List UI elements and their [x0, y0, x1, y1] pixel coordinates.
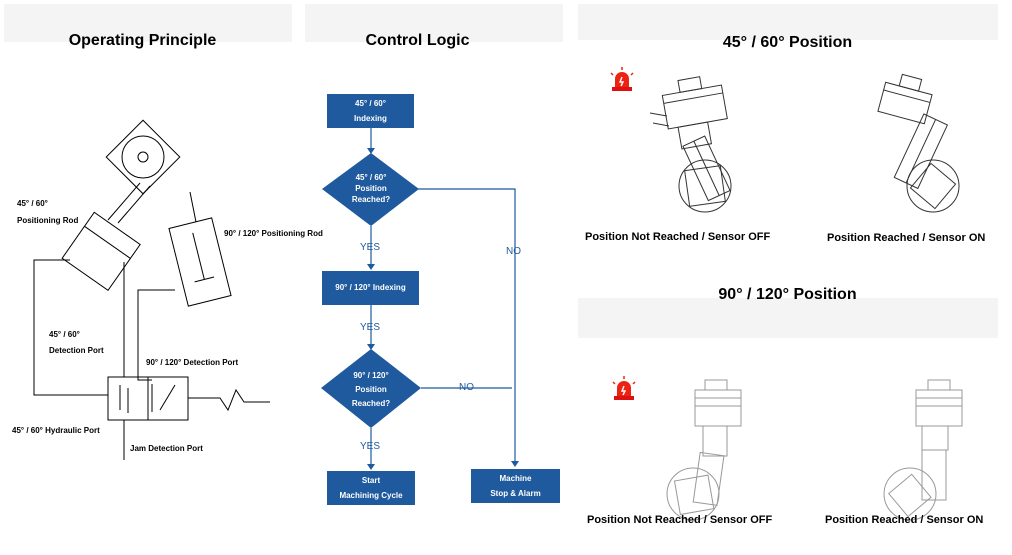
pos45-panel: 45° / 60° Position	[575, 0, 1012, 295]
start-line2: Machining Cycle	[339, 490, 403, 500]
alarm-light-icon	[610, 67, 634, 91]
pos45-sensor-on-drawing	[877, 73, 960, 213]
no-label-1: NO	[506, 246, 521, 257]
rod90-label: 90° / 120° Positioning Rod	[224, 229, 323, 238]
pos90-title: 90° / 120° Position	[718, 286, 857, 303]
diamond-45-line3: Reached?	[351, 195, 391, 204]
rod45-label-line1: 45° / 60°	[17, 199, 48, 208]
indexing-45-line1: 45° / 60°	[355, 98, 386, 108]
diamond-45-text: 45° / 60° Position Reached?	[331, 172, 411, 205]
pos45-title: 45° / 60° Position	[722, 34, 853, 51]
pos90-sensor-off-drawing	[666, 379, 742, 521]
jam-label: Jam Detection Port	[130, 444, 203, 453]
principle-title: Operating Principle	[68, 32, 217, 49]
control-logic-panel: Control Logic 45° / 60° Indexing 45° /	[300, 0, 575, 555]
detect45-label-line1: 45° / 60°	[49, 330, 80, 339]
principle-schematic	[33, 119, 270, 460]
rod45-label: 45° / 60° Positioning Rod	[17, 198, 78, 226]
principle-header-band	[4, 4, 292, 42]
operating-principle-panel: Operating Principle	[0, 0, 323, 555]
start-line1: Start	[361, 475, 381, 485]
start-machining-box: Start Machining Cycle	[327, 471, 415, 505]
pos90-right-caption: Position Reached / Sensor ON	[825, 514, 984, 526]
diamond-90-text: 90° / 120° Position Reached?	[331, 370, 411, 409]
yes-label-1: YES	[360, 242, 381, 253]
rod45-label-line2: Positioning Rod	[17, 216, 79, 225]
detect90-label: 90° / 120° Detection Port	[146, 358, 239, 367]
no-label-2: NO	[459, 382, 474, 393]
stop-line1: Machine	[499, 473, 532, 483]
stop-line2: Stop & Alarm	[490, 488, 541, 498]
pos90-sensor-on-drawing	[883, 379, 963, 521]
indexing-45-line2: Indexing	[354, 113, 387, 123]
pos45-sensor-off-drawing	[649, 76, 732, 213]
pos90-panel: 90° / 120° Position Position Not Reached…	[575, 280, 1012, 555]
diamond-45-line2: Position	[355, 184, 387, 193]
logic-title: Control Logic	[365, 32, 470, 49]
machine-stop-alarm-box: Machine Stop & Alarm	[471, 469, 560, 503]
diamond-90-line1: 90° / 120°	[353, 371, 389, 380]
detect45-label: 45° / 60° Detection Port	[49, 329, 104, 356]
hydraulic-label: 45° / 60° Hydraulic Port	[12, 426, 100, 435]
pos90-header-band	[578, 298, 998, 338]
diamond-45-line1: 45° / 60°	[355, 173, 387, 182]
alarm-light-icon	[612, 376, 636, 400]
diamond-90-line2: Position	[355, 385, 387, 394]
pos45-right-caption: Position Reached / Sensor ON	[827, 232, 986, 244]
detect45-label-line2: Detection Port	[49, 346, 104, 355]
diamond-90-line3: Reached?	[351, 399, 391, 408]
indexing-45-box: 45° / 60° Indexing	[327, 94, 414, 128]
pos45-header-band	[578, 4, 998, 40]
logic-header-band	[305, 4, 563, 42]
pos45-left-caption: Position Not Reached / Sensor OFF	[585, 231, 771, 243]
yes-label-3: YES	[360, 441, 381, 452]
yes-label-2: YES	[360, 322, 381, 333]
flowchart-connectors	[321, 128, 519, 470]
pos90-left-caption: Position Not Reached / Sensor OFF	[587, 514, 773, 526]
indexing-90-box: 90° / 120° Indexing	[322, 271, 419, 305]
